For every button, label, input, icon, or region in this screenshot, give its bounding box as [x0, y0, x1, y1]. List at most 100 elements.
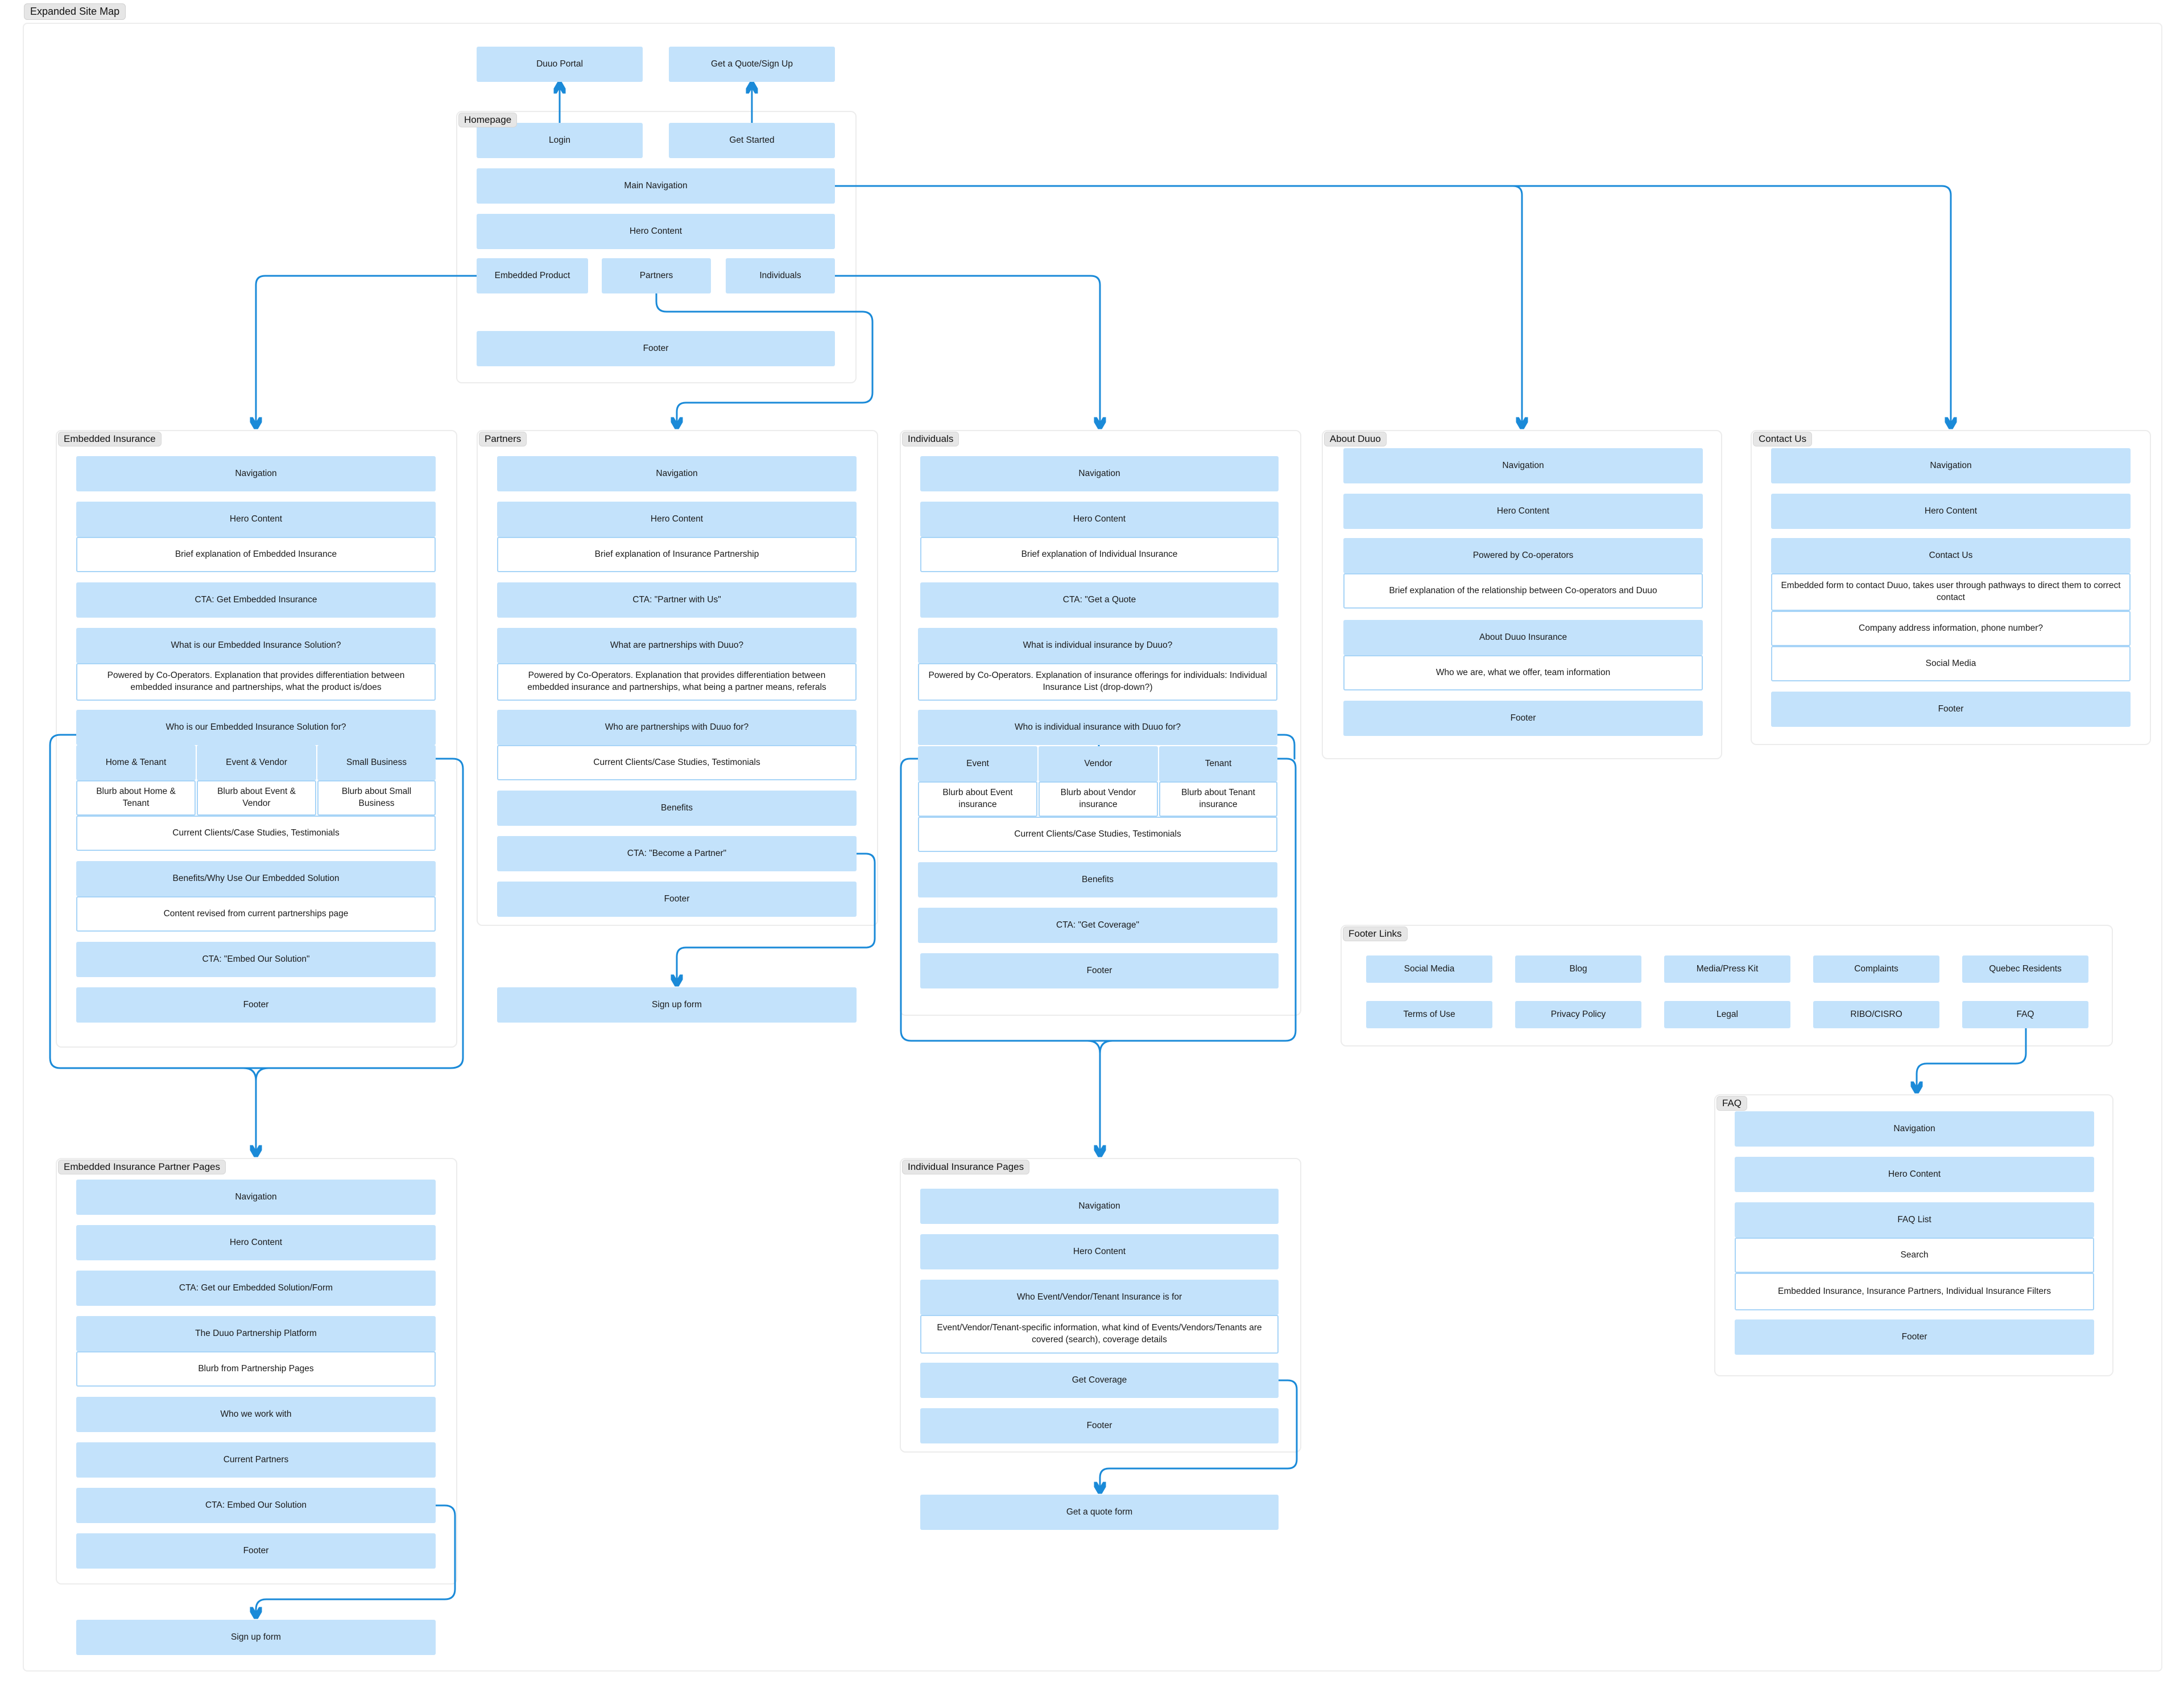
hero-content-node[interactable]: Hero Content [477, 214, 835, 249]
benefits-node[interactable]: Benefits/Why Use Our Embedded Solution [76, 861, 436, 896]
footer-link[interactable]: Legal [1664, 1001, 1790, 1028]
who-is-for-node[interactable]: Who is our Embedded Insurance Solution f… [76, 710, 436, 745]
who-is-for-node[interactable]: Who is individual insurance with Duuo fo… [918, 710, 1277, 745]
hero-content-node[interactable]: Hero Content [920, 1234, 1279, 1269]
navigation-node[interactable]: Navigation [1735, 1111, 2094, 1147]
explanation-node: Powered by Co-Operators. Explanation of … [918, 663, 1277, 701]
case-studies-node: Current Clients/Case Studies, Testimonia… [497, 745, 857, 780]
section-title: Embedded Insurance [58, 432, 162, 446]
footer-link[interactable]: Privacy Policy [1515, 1001, 1641, 1028]
footer-node[interactable]: Footer [76, 987, 436, 1023]
segment-blurb: Blurb about Event & Vendor [197, 780, 316, 816]
who-is-for-node[interactable]: Who are partnerships with Duuo for? [497, 710, 857, 745]
hero-content-node[interactable]: Hero Content [76, 1225, 436, 1260]
segment-tab[interactable]: Event & Vendor [197, 745, 316, 780]
navigation-node[interactable]: Navigation [1343, 448, 1703, 483]
footer-node[interactable]: Footer [1771, 692, 2131, 727]
section-title: Individuals [902, 432, 959, 446]
footer-link[interactable]: Media/Press Kit [1664, 955, 1790, 983]
cta-node[interactable]: CTA: Embed Our Solution [76, 1488, 436, 1523]
filters-node: Embedded Insurance, Insurance Partners, … [1735, 1273, 2094, 1310]
sign-up-form-node[interactable]: Sign up form [76, 1620, 436, 1655]
get-quote-signup-node[interactable]: Get a Quote/Sign Up [669, 47, 835, 82]
brief-explanation-node: Brief explanation of Individual Insuranc… [920, 537, 1279, 572]
login-node[interactable]: Login [477, 123, 643, 158]
footer-link[interactable]: Quebec Residents [1962, 955, 2088, 983]
contact-form-node: Embedded form to contact Duuo, takes use… [1771, 573, 2131, 611]
navigation-node[interactable]: Navigation [920, 1189, 1279, 1224]
hero-content-node[interactable]: Hero Content [1343, 494, 1703, 529]
specific-information-node: Event/Vendor/Tenant-specific information… [920, 1315, 1279, 1354]
footer-node[interactable]: Footer [497, 882, 857, 917]
footer-node[interactable]: Footer [920, 1408, 1279, 1443]
what-are-node[interactable]: What are partnerships with Duuo? [497, 628, 857, 663]
segment-tab[interactable]: Vendor [1039, 746, 1158, 781]
partnership-platform-node[interactable]: The Duuo Partnership Platform [76, 1316, 436, 1351]
social-media-node: Social Media [1771, 646, 2131, 681]
navigation-node[interactable]: Navigation [76, 1180, 436, 1215]
get-a-quote-form-node[interactable]: Get a quote form [920, 1495, 1279, 1530]
what-is-node[interactable]: What is individual insurance by Duuo? [918, 628, 1277, 663]
cta-node[interactable]: CTA: "Get Coverage" [918, 908, 1277, 943]
footer-link[interactable]: RIBO/CISRO [1813, 1001, 1939, 1028]
navigation-node[interactable]: Navigation [920, 456, 1279, 491]
about-duuo-insurance-node[interactable]: About Duuo Insurance [1343, 620, 1703, 655]
footer-link[interactable]: Terms of Use [1366, 1001, 1492, 1028]
embedded-product-node[interactable]: Embedded Product [477, 258, 588, 293]
current-partners-node[interactable]: Current Partners [76, 1442, 436, 1478]
contact-us-node[interactable]: Contact Us [1771, 538, 2131, 573]
case-studies-node: Current Clients/Case Studies, Testimonia… [918, 817, 1277, 852]
footer-node[interactable]: Footer [920, 953, 1279, 988]
footer-link[interactable]: Complaints [1813, 955, 1939, 983]
cta-node[interactable]: CTA: Get our Embedded Solution/Form [76, 1271, 436, 1306]
footer-node[interactable]: Footer [76, 1533, 436, 1569]
navigation-node[interactable]: Navigation [497, 456, 857, 491]
content-revised-node: Content revised from current partnership… [76, 896, 436, 932]
segment-blurb: Blurb about Tenant insurance [1159, 781, 1277, 817]
segment-tab[interactable]: Small Business [317, 745, 436, 780]
duuo-portal-node[interactable]: Duuo Portal [477, 47, 643, 82]
hero-content-node[interactable]: Hero Content [76, 502, 436, 537]
powered-by-node[interactable]: Powered by Co-operators [1343, 538, 1703, 573]
segment-blurb: Blurb about Vendor insurance [1039, 781, 1158, 817]
main-navigation-node[interactable]: Main Navigation [477, 168, 835, 204]
benefits-node[interactable]: Benefits [497, 791, 857, 826]
hero-content-node[interactable]: Hero Content [1735, 1157, 2094, 1192]
what-is-node[interactable]: What is our Embedded Insurance Solution? [76, 628, 436, 663]
get-started-node[interactable]: Get Started [669, 123, 835, 158]
cta-node[interactable]: CTA: "Partner with Us" [497, 582, 857, 618]
segment-tab[interactable]: Tenant [1159, 746, 1277, 781]
section-title: Partners [479, 432, 527, 446]
section-title: About Duuo [1324, 432, 1387, 446]
hero-content-node[interactable]: Hero Content [1771, 494, 2131, 529]
who-we-are-node: Who we are, what we offer, team informat… [1343, 655, 1703, 690]
partners-node[interactable]: Partners [602, 258, 711, 293]
cta-node[interactable]: CTA: "Embed Our Solution" [76, 942, 436, 977]
who-we-work-with-node[interactable]: Who we work with [76, 1397, 436, 1432]
footer-link[interactable]: Blog [1515, 955, 1641, 983]
benefits-node[interactable]: Benefits [918, 862, 1277, 897]
faq-link[interactable]: FAQ [1962, 1001, 2088, 1028]
cta-node[interactable]: CTA: "Get a Quote [920, 582, 1279, 618]
sign-up-form-node[interactable]: Sign up form [497, 987, 857, 1023]
section-title: Contact Us [1753, 432, 1813, 446]
faq-list-node[interactable]: FAQ List [1735, 1202, 2094, 1238]
relationship-explanation-node: Brief explanation of the relationship be… [1343, 573, 1703, 609]
footer-node[interactable]: Footer [1735, 1319, 2094, 1355]
cta-node[interactable]: CTA: "Become a Partner" [497, 836, 857, 871]
hero-content-node[interactable]: Hero Content [920, 502, 1279, 537]
get-coverage-node[interactable]: Get Coverage [920, 1363, 1279, 1398]
individuals-node[interactable]: Individuals [726, 258, 835, 293]
footer-link[interactable]: Social Media [1366, 955, 1492, 983]
segment-tab[interactable]: Event [918, 746, 1037, 781]
segment-tab[interactable]: Home & Tenant [76, 745, 196, 780]
navigation-node[interactable]: Navigation [1771, 448, 2131, 483]
footer-node[interactable]: Footer [477, 331, 835, 366]
segment-blurb: Blurb about Small Business [317, 780, 436, 816]
navigation-node[interactable]: Navigation [76, 456, 436, 491]
footer-node[interactable]: Footer [1343, 701, 1703, 736]
cta-node[interactable]: CTA: Get Embedded Insurance [76, 582, 436, 618]
who-insurance-is-for-node[interactable]: Who Event/Vendor/Tenant Insurance is for [920, 1280, 1279, 1315]
hero-content-node[interactable]: Hero Content [497, 502, 857, 537]
